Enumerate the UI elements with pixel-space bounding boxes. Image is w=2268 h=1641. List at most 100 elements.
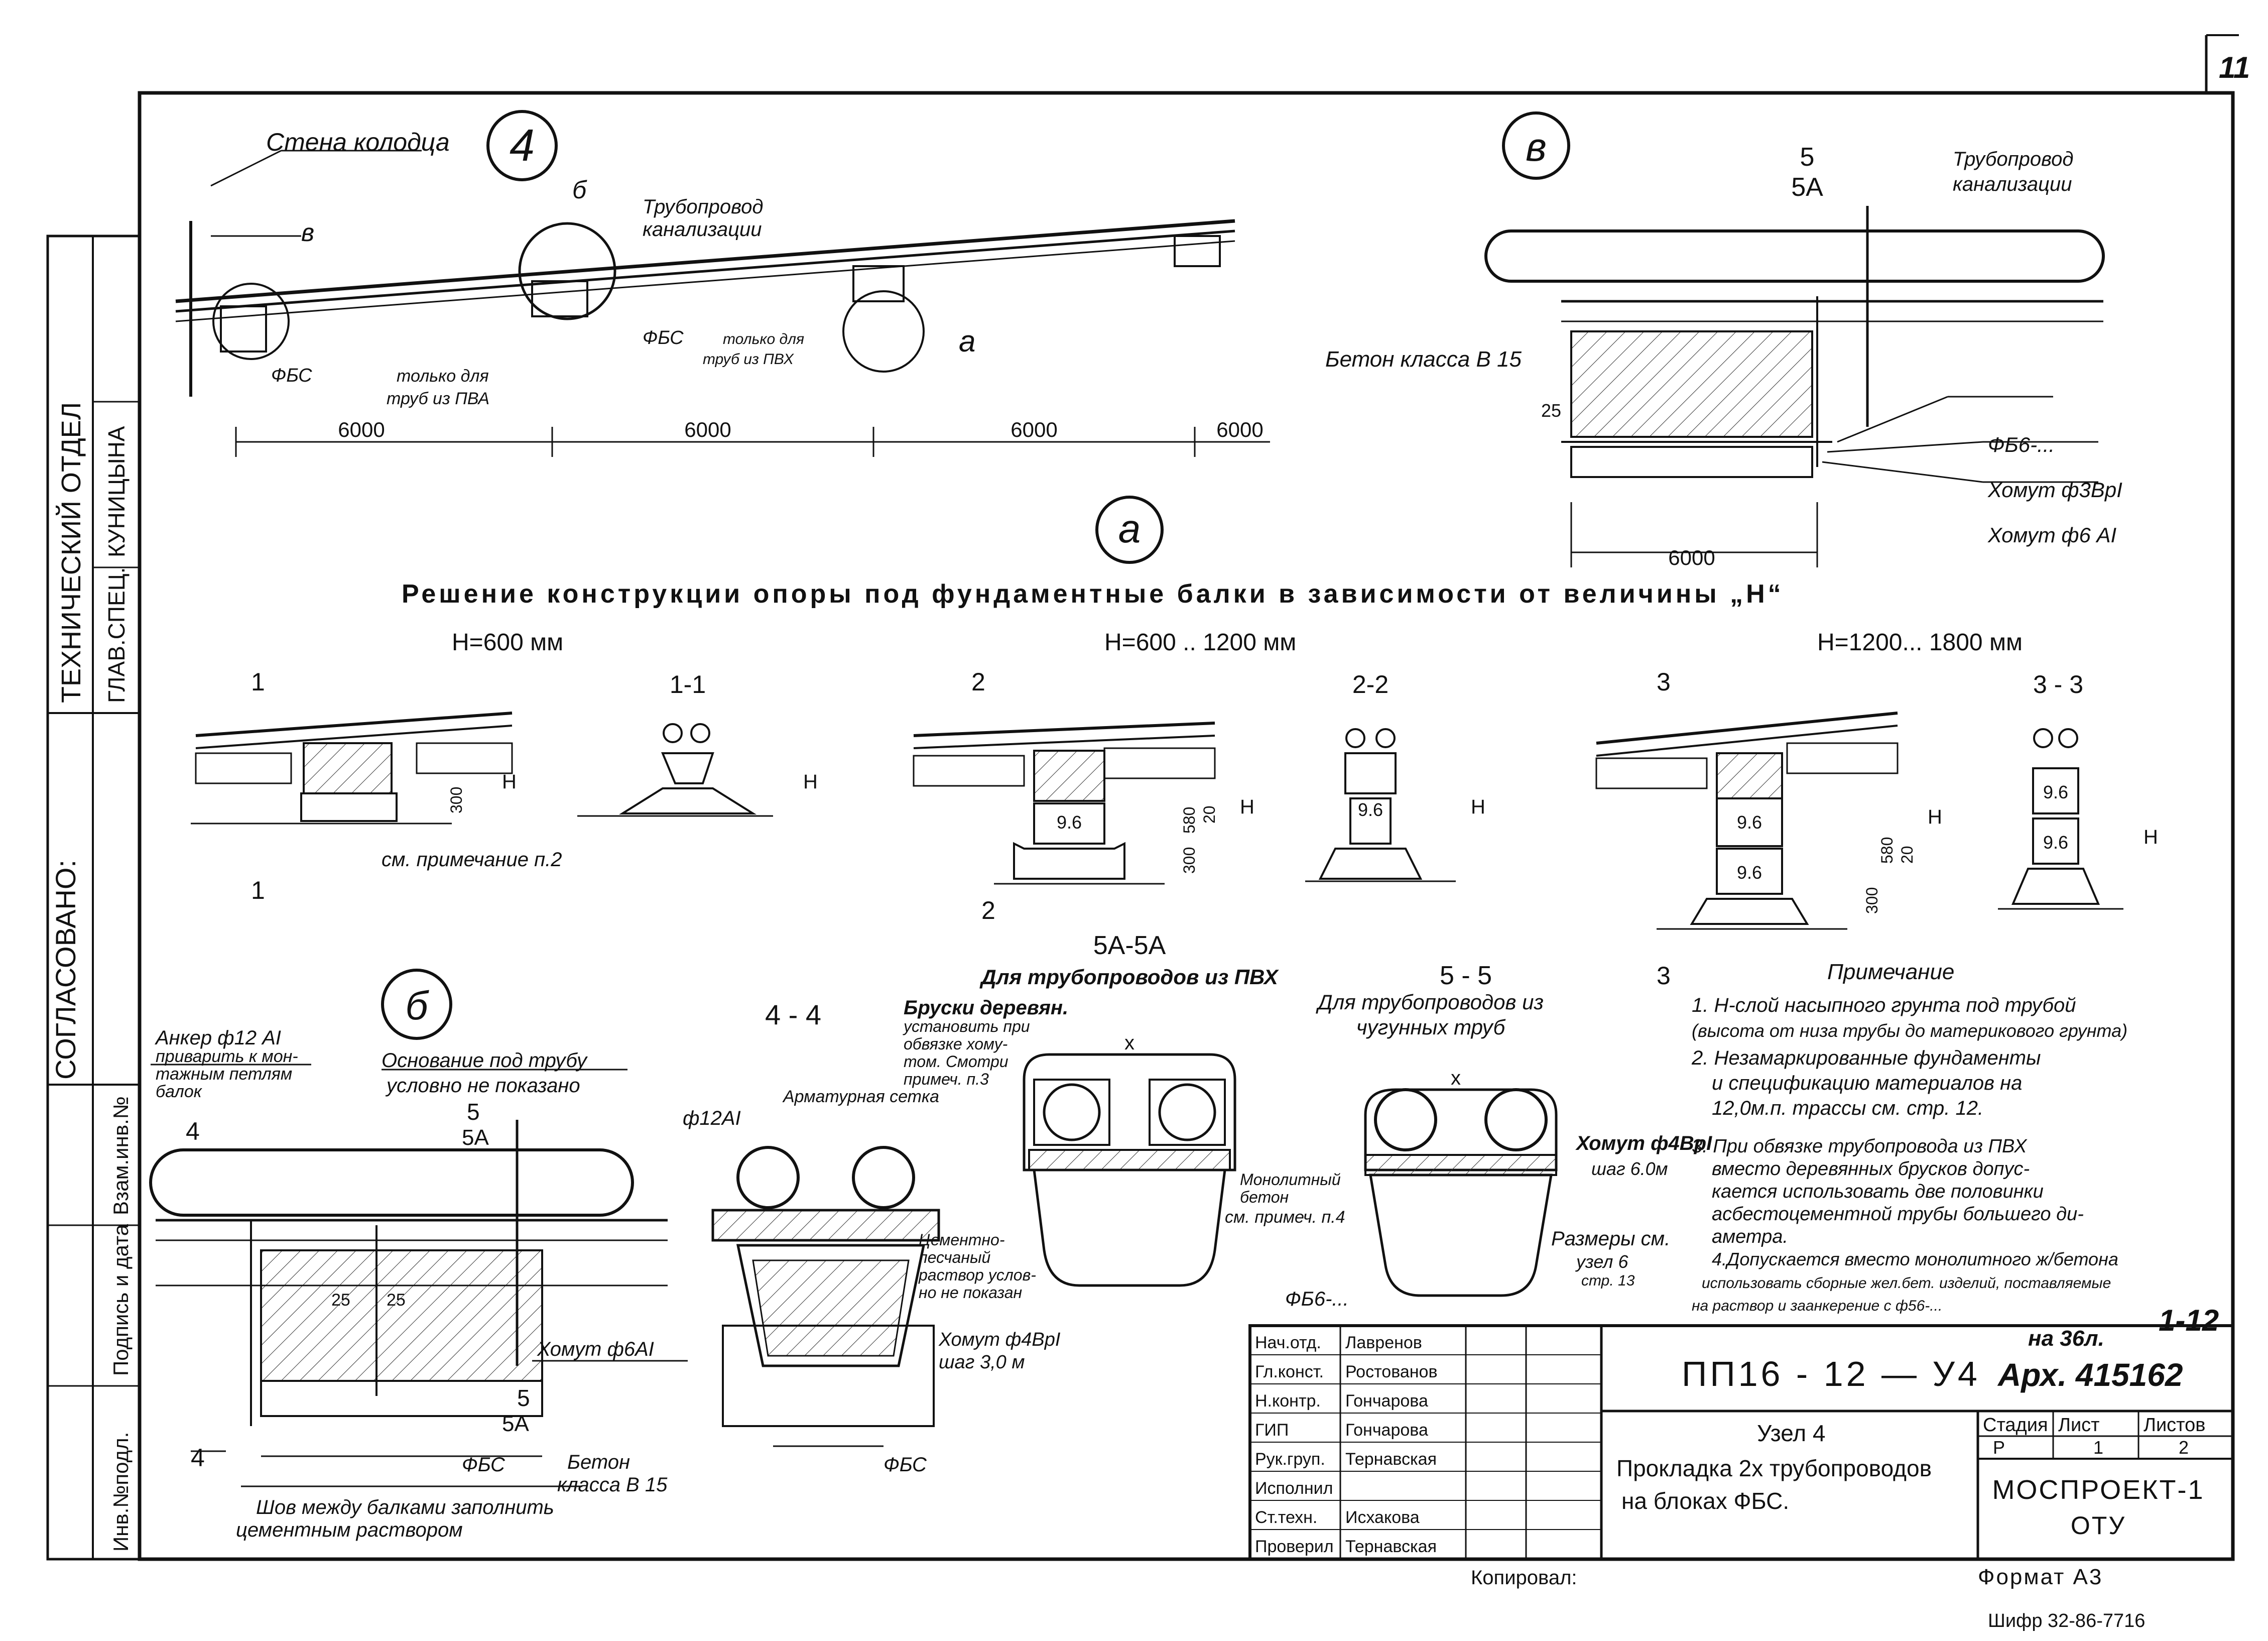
detail-v-clamp-1: Хомут ф3ВрI (1987, 478, 2122, 502)
note-line: 12,0м.п. трассы см. стр. 12. (1712, 1097, 1983, 1119)
node4-fbs-1: ФБС (271, 365, 312, 386)
stamp-stage: Р (1993, 1437, 2005, 1458)
stamp-h-sheets: Листов (2144, 1415, 2205, 1436)
stamp-sheet-mark: 1-12 (2159, 1304, 2219, 1337)
detail-a-20-3: 20 (1898, 846, 1916, 864)
section55-clamp-2: шаг 6.0м (1591, 1158, 1668, 1179)
detail-a-n2-bot: 2 (981, 896, 995, 924)
side-stamp-sign: Подпись и дата (109, 1224, 133, 1376)
detail-a-580-3: 580 (1878, 837, 1896, 864)
node4-dim-2: 6000 (684, 418, 731, 441)
section44-title: 4 - 4 (765, 999, 821, 1030)
stamp-h-stage: Стадия (1983, 1415, 2048, 1436)
stamp-desc-2: на блоках ФБС. (1621, 1488, 1789, 1514)
detail-a-s33: 3 - 3 (2033, 670, 2083, 698)
node4-only-pvh-2: труб из ПВХ (703, 351, 794, 368)
detail-b-marker-circle (381, 969, 452, 1040)
note-line: 3. При обвязке трубопровода из ПВХ (1692, 1136, 2028, 1157)
detail-a-300-2: 300 (1180, 847, 1198, 874)
detail-a-title: Решение конструкции опоры под фундаментн… (402, 579, 1784, 609)
stamp-name: Тернавская (1345, 1450, 1437, 1469)
detail-a-drawings (191, 712, 2123, 930)
note-line: использовать сборные жел.бет. изделий, п… (1702, 1275, 2111, 1292)
section44-fbs: ФБС (884, 1454, 927, 1476)
detail-b-clamp: Хомут ф6АI (537, 1338, 654, 1360)
section5a-sub: Для трубопроводов из ПВХ (979, 965, 1280, 989)
stamp-name: Лавренов (1345, 1333, 1422, 1352)
side-stamp-name: КУНИЦЫНА (103, 426, 130, 557)
detail-a-block-6: 9.6 (2043, 832, 2068, 853)
stamp-role: Гл.конст. (1255, 1362, 1324, 1381)
section5a-bars-4: том. Смотри (904, 1052, 1009, 1071)
section55-clamp-1: Хомут ф4ВрI (1575, 1132, 1712, 1154)
section5a-bars-3: обвязке хому- (904, 1035, 1007, 1053)
node4-drawing (175, 150, 1270, 457)
detail-a-h-3: Н (1240, 796, 1254, 818)
section55-size-3: стр. 13 (1581, 1272, 1635, 1289)
detail-b-concrete-2: класса В 15 (557, 1474, 668, 1496)
note-line: асбестоцементной трубы большего ди- (1712, 1204, 2084, 1225)
detail-a-block-4: 9.6 (1737, 862, 1762, 883)
note-line: кается использовать две половинки (1712, 1181, 2044, 1202)
section5a-bars-2: установить при (903, 1017, 1030, 1035)
detail-b-n4-bot: 4 (191, 1444, 205, 1472)
notes-title: Примечание (1827, 960, 1954, 984)
side-stamp-dept: ТЕХНИЧЕСКИЙ ОТДЕЛ (56, 402, 86, 703)
stamp-org-1: МОСПРОЕКТ-1 (1992, 1475, 2204, 1505)
note-line: вместо деревянных брусков допус- (1712, 1158, 2030, 1180)
stamp-h-sheet: Лист (2058, 1415, 2100, 1436)
side-stamp-inv: Инв.№подл. (109, 1432, 133, 1552)
detail-v-drawing (1484, 206, 2105, 567)
detail-v-marker: в (1526, 125, 1547, 169)
detail-v-fbs: ФБ6-... (1988, 433, 2055, 456)
detail-b-n5a-bot: 5А (502, 1412, 529, 1436)
detail-v-concrete: Бетон класса В 15 (1325, 347, 1522, 372)
detail-a-block-3: 9.6 (1737, 812, 1762, 833)
stamp-role: Н.контр. (1255, 1391, 1321, 1411)
stamp-name: Гончарова (1345, 1391, 1428, 1411)
section5a-title: 5А-5А (1093, 931, 1166, 960)
detail-b-n5-top: 5 (467, 1099, 480, 1125)
section55-title: 5 - 5 (1440, 961, 1492, 990)
detail-a-300-3: 300 (1863, 887, 1881, 914)
detail-v-pipeline-2: канализации (1953, 173, 2072, 195)
detail-b-anchor-4: балок (156, 1082, 203, 1101)
stamp-format: Формат А3 (1978, 1565, 2103, 1589)
section55-size-1: Размеры см. (1551, 1228, 1670, 1250)
detail-a-300-1: 300 (447, 787, 465, 813)
detail-b-n5-bot: 5 (517, 1385, 530, 1411)
detail-a-block-1: 9.6 (1057, 812, 1082, 833)
detail-b-fbs: ФБС (462, 1454, 506, 1476)
node4-only-pva-2: труб из ПВА (387, 389, 489, 408)
stamp-sheet: 1 (2093, 1437, 2103, 1458)
stamp-copied: Копировал: (1471, 1567, 1577, 1589)
detail-b-n5a-top: 5А (462, 1125, 489, 1150)
detail-v-sec-bot: 5А (1791, 173, 1823, 202)
note-line: аметра. (1712, 1226, 1788, 1247)
stamp-role: Проверил (1255, 1537, 1334, 1556)
side-stamp (46, 235, 141, 1561)
detail-a-note-ref: см. примечание п.2 (382, 849, 562, 871)
section44-mortar-1: Цементно- (919, 1231, 1004, 1249)
node4-wall-label: Стена колодца (266, 128, 450, 156)
stamp-role: Ст.техн. (1255, 1508, 1317, 1527)
node4-dim-3: 6000 (1011, 418, 1057, 441)
stamp-role: Исполнил (1255, 1479, 1333, 1498)
stamp-archive: Арх. 415162 (1997, 1357, 2183, 1393)
detail-b-anchor-1: Анкер ф12 АI (155, 1027, 281, 1049)
note-line: (высота от низа трубы до материкового гр… (1692, 1020, 2127, 1041)
stamp-cipher: Шифр 32-86-7716 (1988, 1610, 2145, 1631)
note-line: 1. Н-слой насыпного грунта под трубой (1692, 994, 2076, 1016)
section44-mortar-4: но не показан (919, 1283, 1022, 1302)
section55-sub-2: чугунных труб (1356, 1015, 1506, 1039)
section5a-x: x (1124, 1032, 1135, 1054)
detail-v-clamp-2: Хомут ф6 АI (1987, 523, 2117, 547)
detail-b-anchor-3: тажным петлям (156, 1065, 292, 1084)
stamp-code: ПП16 - 12 — У4 (1682, 1354, 1980, 1393)
section44-mortar-3: раствор услов- (918, 1266, 1036, 1284)
detail-a-n1-bot: 1 (251, 876, 265, 904)
section44-drawing (711, 1146, 940, 1447)
side-stamp-replace: Взам.инв.№ (109, 1096, 133, 1215)
stamp-org-2: ОТУ (2071, 1511, 2126, 1540)
detail-b-seam-2: цементным раствором (236, 1519, 463, 1541)
